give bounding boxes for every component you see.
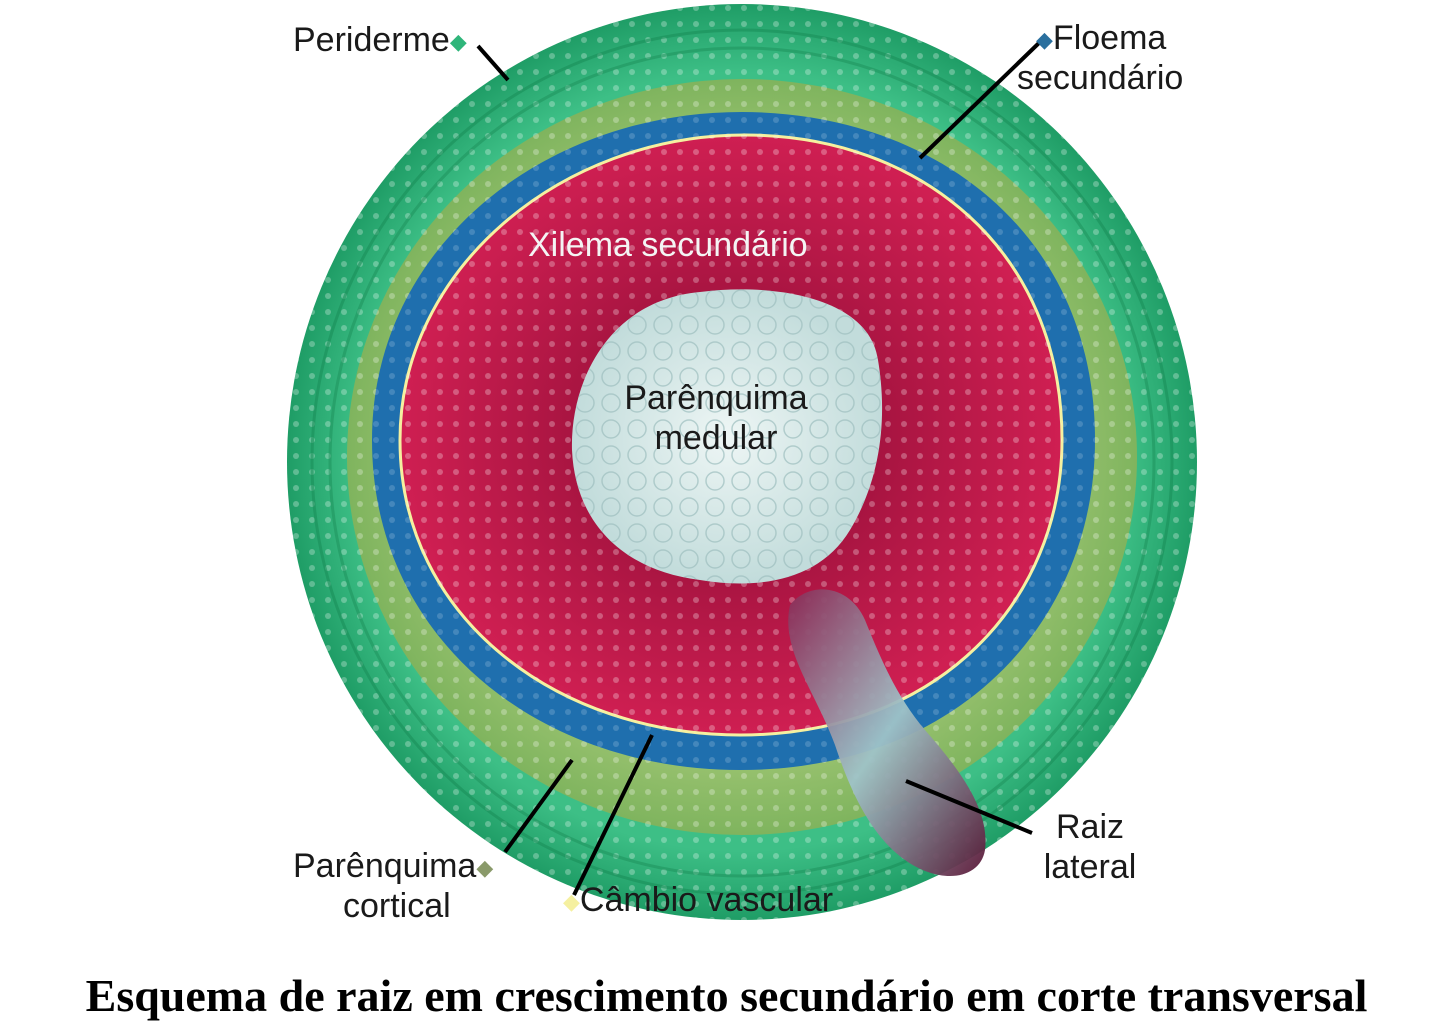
figure-caption: Esquema de raiz em crescimento secundári… — [85, 970, 1368, 1021]
diamond-marker-icon: ◆ — [563, 889, 580, 915]
diamond-marker-icon: ◆ — [1036, 27, 1053, 53]
label-parenquima-cortical: Parênquima◆ — [293, 846, 493, 888]
label-parenquima-cortical-line2: cortical — [343, 887, 451, 925]
label-periderme: Periderme◆ — [293, 20, 467, 62]
label-floema-secundario-line2: secundário — [1017, 59, 1184, 97]
label-raiz-lateral-line1: Raiz — [1055, 808, 1125, 846]
periderme-leader-line — [476, 44, 510, 82]
label-raiz-lateral: Raiz lateral — [1030, 807, 1150, 887]
floema-leader-line — [918, 40, 1042, 160]
label-parenquima-medular-line2: medular — [654, 419, 778, 457]
label-parenquima-medular-line1: Parênquima — [624, 379, 808, 417]
label-cambio-vascular: ◆Câmbio vascular — [563, 880, 833, 922]
cambio-leader-line — [572, 734, 654, 896]
diamond-marker-icon: ◆ — [449, 29, 467, 55]
raiz-lateral-region — [788, 589, 986, 877]
label-parenquima-medular: Parênquima medular — [606, 378, 826, 458]
diamond-marker-icon: ◆ — [476, 855, 494, 881]
parenquima-cortical-leader-line — [503, 758, 574, 854]
label-floema-secundario: ◆Floema — [1036, 18, 1166, 60]
label-xilema-secundario: Xilema secundário — [528, 226, 808, 264]
raiz-lateral-leader-line — [905, 779, 1033, 835]
label-raiz-lateral-line2: lateral — [1043, 848, 1137, 886]
